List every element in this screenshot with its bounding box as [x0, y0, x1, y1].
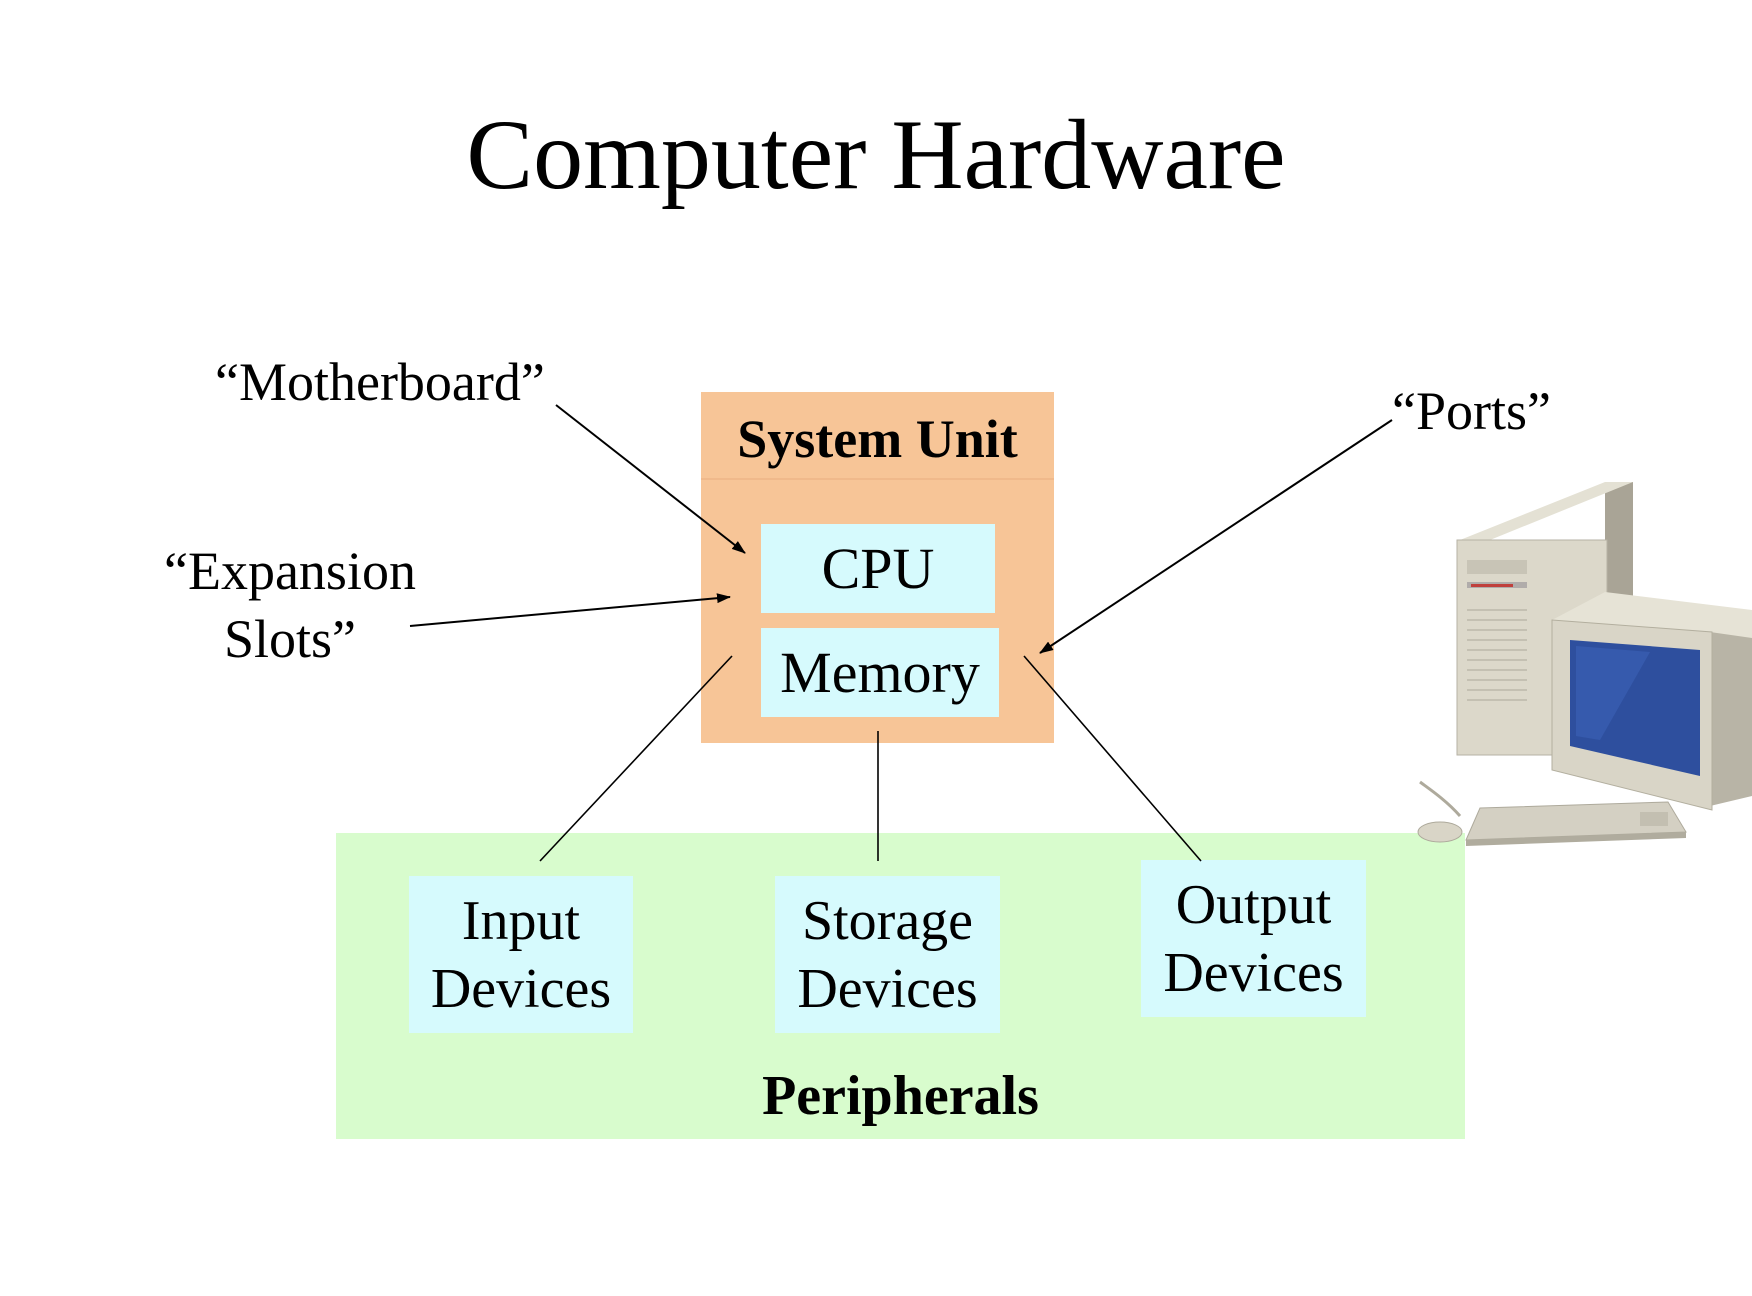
- system-unit-divider: [701, 478, 1054, 480]
- motherboard-callout: “Motherboard”: [215, 352, 545, 412]
- expansion-slots-arrow: [409, 593, 731, 627]
- expansion-slots-callout: “Expansion Slots”: [140, 537, 440, 673]
- peripherals-label: Peripherals: [762, 1065, 1039, 1127]
- motherboard-arrow: [555, 404, 746, 554]
- input-devices-box: Input Devices: [409, 876, 633, 1033]
- storage-devices-line1: Storage: [801, 889, 974, 952]
- page-title: Computer Hardware: [466, 99, 1286, 210]
- input-devices-line1: Input: [461, 889, 581, 952]
- output-connector-line: [1023, 655, 1202, 862]
- output-devices-line1: Output: [1175, 873, 1332, 936]
- system-unit-label: System Unit: [737, 409, 1018, 469]
- storage-devices-box: Storage Devices: [775, 876, 1000, 1033]
- desktop-computer-icon: [1417, 482, 1752, 846]
- cpu-box: CPU: [761, 524, 995, 613]
- ports-arrow: [1039, 419, 1393, 654]
- storage-devices-line2: Devices: [797, 957, 978, 1020]
- expansion-slots-line2: Slots”: [223, 609, 357, 669]
- ports-callout: “Ports”: [1392, 381, 1551, 441]
- output-devices-line2: Devices: [1163, 941, 1344, 1004]
- output-devices-box: Output Devices: [1141, 860, 1366, 1017]
- input-connector-line: [539, 655, 733, 862]
- input-devices-line2: Devices: [430, 957, 612, 1020]
- expansion-slots-line1: “Expansion: [164, 541, 416, 601]
- memory-box: Memory: [761, 628, 999, 717]
